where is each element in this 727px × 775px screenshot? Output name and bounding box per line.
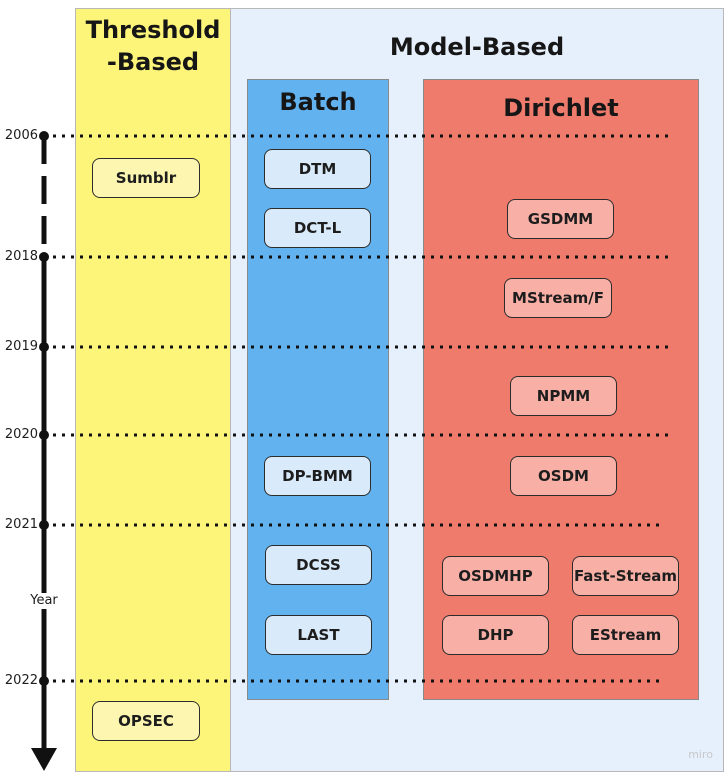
node-last: LAST bbox=[265, 615, 372, 655]
threshold-heading-line1: Threshold bbox=[85, 16, 221, 44]
node-osdmhp: OSDMHP bbox=[442, 556, 549, 596]
node-gsdmm: GSDMM bbox=[507, 199, 614, 239]
node-osdm: OSDM bbox=[510, 456, 617, 496]
miro-watermark: miro bbox=[688, 748, 713, 761]
node-fast-stream: Fast-Stream bbox=[572, 556, 679, 596]
year-dot-2022 bbox=[39, 676, 49, 686]
node-dp-bmm: DP-BMM bbox=[264, 456, 371, 496]
node-sumblr: Sumblr bbox=[92, 158, 200, 198]
threshold-heading-line2: -Based bbox=[106, 48, 200, 76]
year-label-2018: 2018 bbox=[4, 249, 38, 264]
node-estream: EStream bbox=[572, 615, 679, 655]
node-dhp: DHP bbox=[442, 615, 549, 655]
year-dot-2006 bbox=[39, 131, 49, 141]
year-label-2019: 2019 bbox=[4, 339, 38, 354]
year-label-2020: 2020 bbox=[4, 427, 38, 442]
node-dct-l: DCT-L bbox=[264, 208, 371, 248]
timeline-arrowhead bbox=[31, 748, 57, 771]
year-label-2006: 2006 bbox=[4, 128, 38, 143]
year-label-2021: 2021 bbox=[4, 517, 38, 532]
axis-label-year: Year bbox=[24, 593, 64, 609]
node-dcss: DCSS bbox=[265, 545, 372, 585]
node-npmm: NPMM bbox=[510, 376, 617, 416]
model-based-heading: Model-Based bbox=[389, 33, 565, 61]
threshold-based-heading: Threshold -Based bbox=[75, 14, 231, 78]
year-label-2022: 2022 bbox=[4, 673, 38, 688]
year-dot-2019 bbox=[39, 342, 49, 352]
node-opsec: OPSEC bbox=[92, 701, 200, 741]
dirichlet-heading: Dirichlet bbox=[503, 94, 619, 122]
year-dot-2021 bbox=[39, 520, 49, 530]
node-mstream-f: MStream/F bbox=[504, 278, 612, 318]
batch-heading: Batch bbox=[279, 88, 357, 116]
year-dot-2018 bbox=[39, 252, 49, 262]
node-dtm: DTM bbox=[264, 149, 371, 189]
year-dot-2020 bbox=[39, 430, 49, 440]
